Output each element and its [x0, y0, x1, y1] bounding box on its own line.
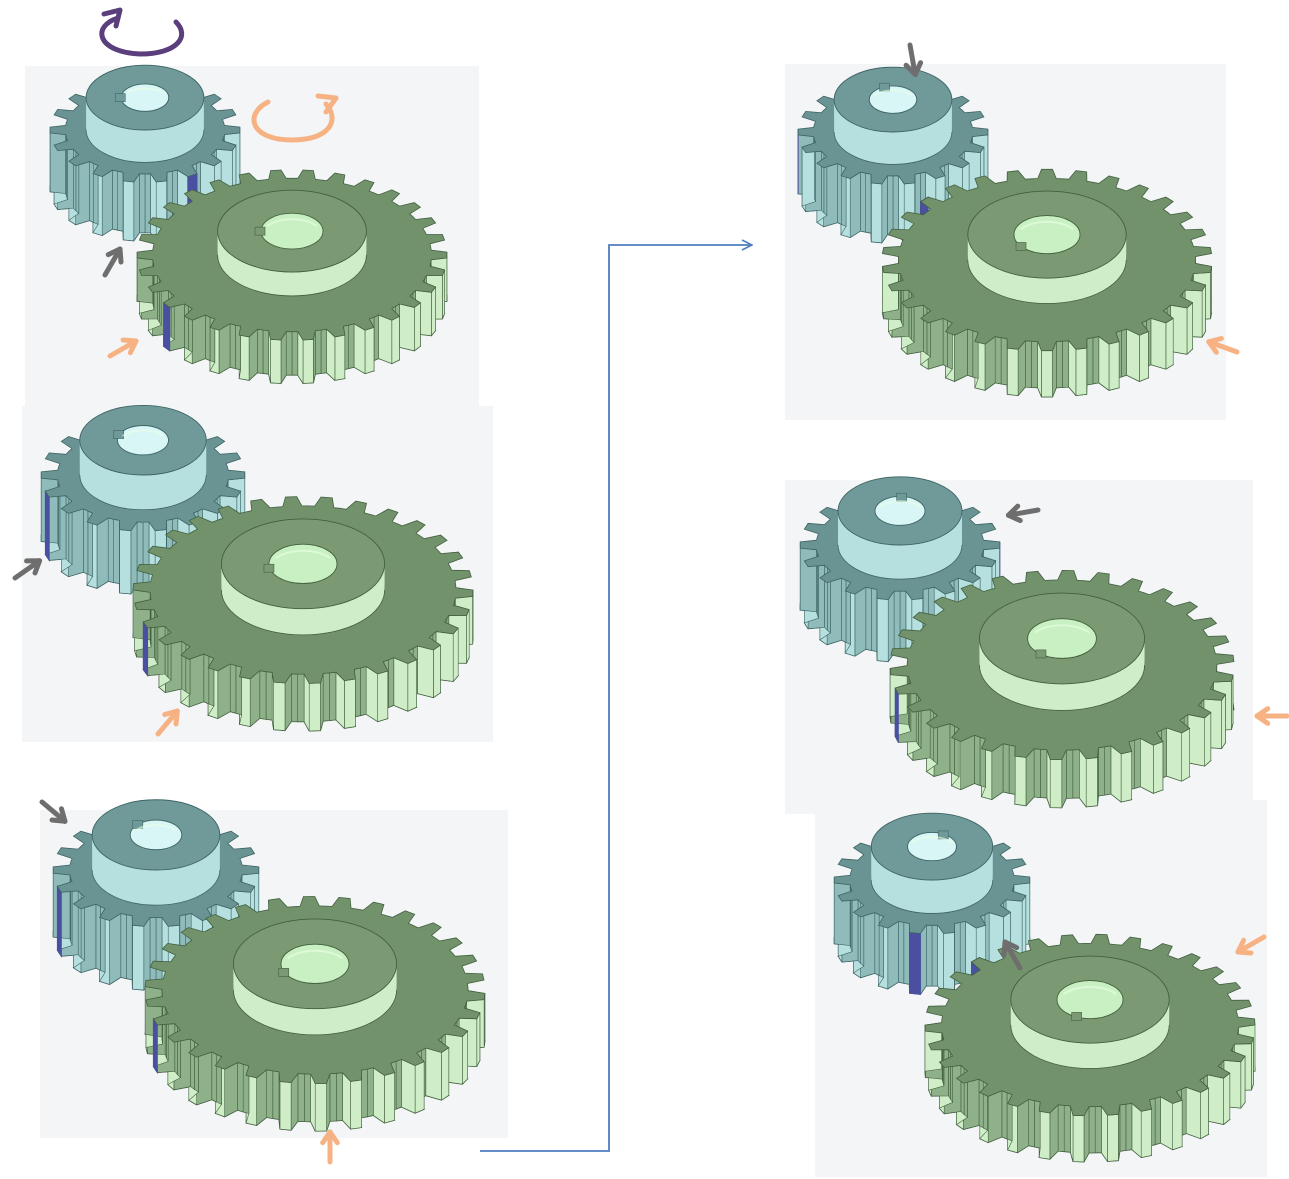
- gear-marker-arrow-step-3: [320, 1129, 340, 1165]
- gear-marker-arrow-step-6: [1235, 934, 1267, 956]
- gear-pair-step-3: [52, 799, 486, 1132]
- gear-marker-arrow-step-5: [1254, 706, 1289, 726]
- driven-gear-step-1-marked-tooth: [163, 301, 171, 352]
- driven-gear-step-1-tooth-flanks: [136, 252, 448, 385]
- driven-gear-step-2: [132, 496, 474, 732]
- gear-pair-step-6: [833, 812, 1256, 1164]
- pinion-marker-arrow-step-4: [903, 42, 924, 78]
- driven-gear-step-5: [889, 569, 1235, 809]
- gear-marker-arrow-step-1: [107, 337, 139, 359]
- driven-gear-step-3: [144, 896, 486, 1132]
- driven-gear-step-2-marked-tooth: [142, 620, 149, 678]
- pinion-marker-arrow-step-6: [1001, 939, 1023, 971]
- gear-marker-arrow-step-4: [1206, 336, 1240, 355]
- pinion-marker-arrow-step-2: [12, 558, 43, 581]
- driven-gear-step-6: [924, 933, 1256, 1164]
- pinion-marker-arrow-step-1: [102, 246, 124, 278]
- driven-gear-step-1: [136, 169, 448, 385]
- driven-gear-step-4: [881, 168, 1213, 398]
- driven-gear-step-3-marked-tooth: [152, 1017, 158, 1075]
- driven-gear-step-5-tooth-flanks: [889, 661, 1234, 809]
- gear-pair-step-1: [49, 64, 448, 385]
- gear-pair-step-4: [797, 66, 1213, 398]
- pinion-step-2: [40, 404, 246, 595]
- pinion-step-1: [49, 64, 241, 242]
- counterclockwise-rotation-arrow: [99, 7, 184, 57]
- gear-marker-arrow-step-2: [155, 708, 180, 737]
- clockwise-rotation-arrow: [251, 93, 339, 143]
- pinion-step-6-marked-tooth: [909, 931, 921, 995]
- driven-gear-step-5-marked-tooth: [894, 687, 899, 743]
- pinion-marker-arrow-step-5: [1005, 503, 1041, 524]
- driven-gear-step-4-tooth-flanks: [882, 256, 1212, 398]
- gear-pair-step-2: [40, 404, 474, 732]
- pinion-marker-arrow-step-3: [39, 799, 68, 824]
- pinion-step-2-marked-tooth: [44, 489, 50, 562]
- flow-arrow: [480, 245, 752, 1152]
- gear-pair-step-5: [799, 476, 1235, 809]
- pinion-step-3-marked-tooth: [56, 884, 62, 958]
